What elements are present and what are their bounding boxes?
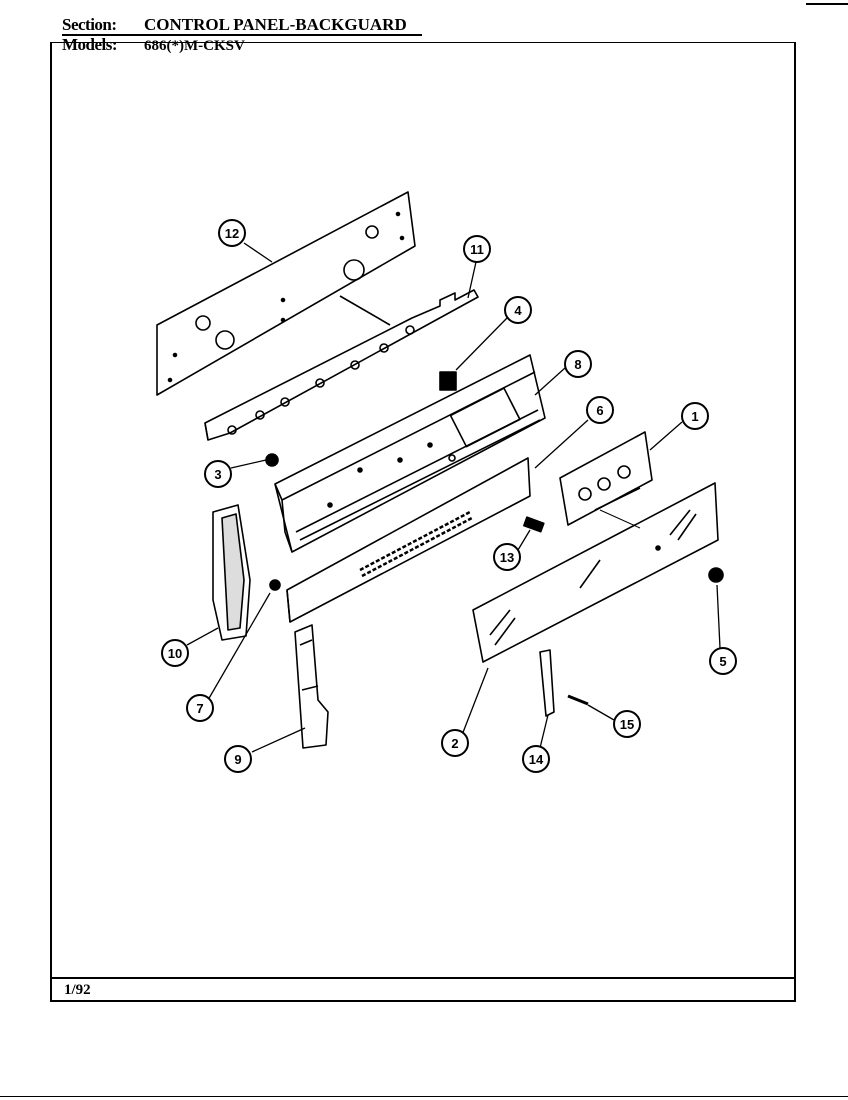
part-8-panel-housing (274, 354, 546, 553)
callout-4: 4 (504, 296, 532, 324)
part-15-screw (567, 694, 589, 706)
svg-text:8: 8 (574, 357, 581, 372)
models-label: Models: (62, 35, 118, 54)
diagram-frame (50, 42, 796, 1002)
footer-divider (50, 977, 796, 979)
part-7-fastener (269, 579, 281, 591)
callout-9: 9 (224, 745, 252, 773)
callout-1: 1 (681, 402, 709, 430)
part-13-component (523, 516, 545, 533)
part-4-component (439, 371, 457, 391)
svg-text:4: 4 (514, 303, 522, 318)
section-heading: Section: CONTROL PANEL-BACKGUARD (62, 16, 407, 34)
part-3-fastener (265, 453, 279, 467)
part-11-bracket (204, 289, 479, 441)
svg-text:13: 13 (500, 550, 514, 565)
svg-text:5: 5 (719, 654, 726, 669)
callout-14: 14 (522, 745, 550, 773)
page-bottom-line (0, 1096, 848, 1097)
callout-bubbles: 12 11 4 8 6 1 3 13 10 5 7 15 2 9 14 (161, 219, 737, 773)
callout-3: 3 (204, 460, 232, 488)
svg-text:3: 3 (214, 467, 221, 482)
part-6-front-trim (286, 457, 531, 623)
section-value: CONTROL PANEL-BACKGUARD (144, 15, 407, 34)
callout-11: 11 (463, 235, 491, 263)
corner-mark (806, 3, 848, 5)
part-9-side-bracket (294, 624, 329, 749)
callout-8: 8 (564, 350, 592, 378)
svg-text:12: 12 (225, 226, 239, 241)
svg-text:6: 6 (596, 403, 603, 418)
part-5-knob (708, 567, 724, 583)
footer-date: 1/92 (64, 982, 91, 998)
section-label: Section: (62, 15, 117, 34)
svg-text:7: 7 (196, 701, 203, 716)
callout-10: 10 (161, 639, 189, 667)
callout-6: 6 (586, 396, 614, 424)
svg-text:1: 1 (691, 409, 698, 424)
svg-text:11: 11 (470, 242, 484, 257)
part-10-end-cap (212, 504, 251, 641)
callout-7: 7 (186, 694, 214, 722)
callout-2: 2 (441, 729, 469, 757)
part-12-rear-panel (156, 191, 416, 396)
svg-text:2: 2 (451, 736, 458, 751)
callout-12: 12 (218, 219, 246, 247)
svg-text:9: 9 (234, 752, 241, 767)
svg-text:10: 10 (168, 646, 182, 661)
svg-text:15: 15 (620, 717, 634, 732)
part-14-clip (539, 649, 555, 717)
leader-lines (186, 242, 721, 753)
section-underline (62, 34, 422, 36)
callout-5: 5 (709, 647, 737, 675)
part-2-glass-panel (472, 482, 719, 663)
callout-13: 13 (493, 543, 521, 571)
callout-15: 15 (613, 710, 641, 738)
part-1-overlay (559, 431, 653, 526)
svg-text:14: 14 (529, 752, 544, 767)
